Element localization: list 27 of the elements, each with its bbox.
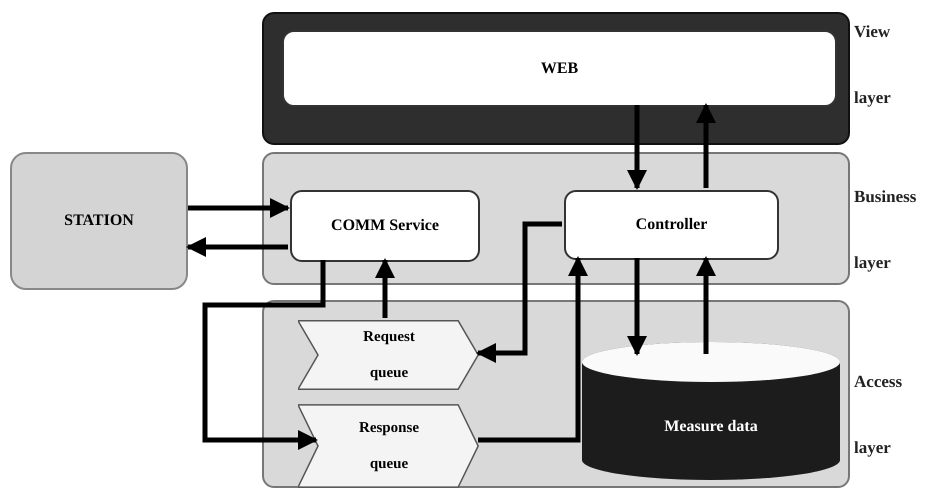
node-label: Request queue [363,329,415,381]
arrow [186,237,288,257]
arrow [188,198,290,218]
database-cylinder [582,342,840,482]
arrow [696,103,716,188]
arrow [627,105,647,190]
node-label: COMM Service [331,216,439,236]
station-box [10,152,188,290]
layer-label: Access layer [854,371,904,459]
arrow [375,258,395,318]
process-box [290,190,480,262]
queue-shape [298,404,480,488]
queue-shape [298,320,480,390]
layer-label: View layer [854,21,892,109]
node-label: Controller [636,215,708,235]
node-label: Measure data [664,418,758,435]
process-box [564,190,779,260]
node-label: Response queue [358,420,419,472]
process-box [282,30,837,107]
arrow [696,256,716,354]
arrow [478,256,588,442]
node-label: STATION [64,211,134,231]
arrow [202,260,326,450]
arrow [476,222,562,363]
node-label: WEB [540,58,578,78]
layer-label: Business layer [854,186,918,274]
arrow [627,258,647,356]
